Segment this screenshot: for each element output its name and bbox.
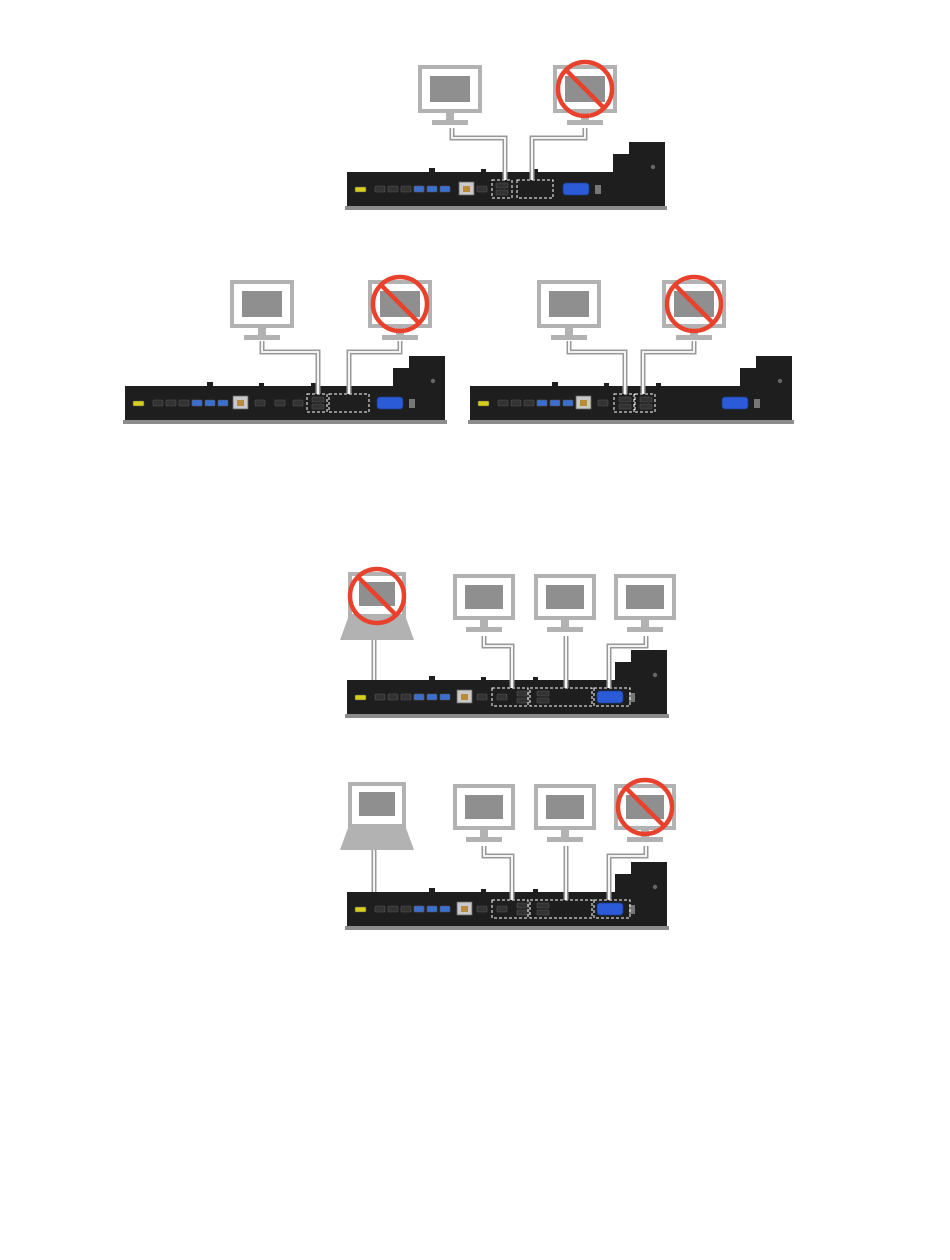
monitor-icon bbox=[455, 576, 513, 632]
vga-port-icon bbox=[597, 691, 623, 703]
port bbox=[255, 400, 265, 406]
port bbox=[275, 400, 285, 406]
displayport-icon bbox=[537, 698, 549, 703]
displayport-icon bbox=[640, 397, 652, 402]
usb3-port bbox=[218, 400, 228, 406]
monitor-icon bbox=[616, 576, 674, 632]
diagram-dual-display-a bbox=[345, 62, 950, 210]
vga-port-icon bbox=[597, 903, 623, 915]
usb3-port bbox=[440, 694, 450, 700]
displayport-icon bbox=[496, 190, 508, 195]
usb-port bbox=[375, 694, 385, 700]
cable bbox=[484, 846, 512, 900]
power-port bbox=[355, 187, 366, 192]
usb-port bbox=[375, 186, 385, 192]
usb3-port bbox=[414, 186, 424, 192]
port bbox=[477, 906, 487, 912]
diagram-triple-display-vga-off bbox=[340, 780, 950, 930]
vga-port-icon bbox=[563, 183, 589, 195]
displayport-icon bbox=[517, 903, 529, 908]
displayport-icon bbox=[619, 397, 631, 402]
port bbox=[477, 694, 487, 700]
displayport-icon bbox=[640, 404, 652, 409]
power-port bbox=[355, 907, 366, 912]
usb-port bbox=[388, 694, 398, 700]
displayport-icon bbox=[312, 404, 324, 409]
usb-port bbox=[179, 400, 189, 406]
usb3-port bbox=[414, 694, 424, 700]
usb-port bbox=[401, 694, 411, 700]
docking-station-icon bbox=[468, 356, 950, 424]
usb-port bbox=[166, 400, 176, 406]
displayport-icon bbox=[517, 691, 529, 696]
displayport-icon bbox=[517, 910, 529, 915]
displayport-icon bbox=[537, 691, 549, 696]
usb3-port bbox=[563, 400, 573, 406]
usb-port bbox=[401, 906, 411, 912]
port bbox=[477, 186, 487, 192]
usb-port bbox=[388, 906, 398, 912]
usb-port bbox=[524, 400, 534, 406]
monitor-icon bbox=[455, 786, 513, 842]
monitor-icon bbox=[539, 282, 599, 340]
port bbox=[598, 400, 608, 406]
displayport-icon bbox=[312, 397, 324, 402]
port bbox=[497, 694, 507, 700]
laptop-icon bbox=[340, 784, 414, 850]
usb3-port bbox=[537, 400, 547, 406]
usb3-port bbox=[414, 906, 424, 912]
usb3-port bbox=[440, 186, 450, 192]
displayport-icon bbox=[517, 698, 529, 703]
power-port bbox=[355, 695, 366, 700]
diagram-triple-display-laptop-off bbox=[340, 569, 950, 718]
displayport-icon bbox=[619, 404, 631, 409]
port bbox=[497, 906, 507, 912]
docking-station-icon bbox=[345, 650, 950, 718]
usb3-port bbox=[427, 694, 437, 700]
diagram-dual-display-c bbox=[468, 277, 950, 424]
usb-port bbox=[388, 186, 398, 192]
usb-port bbox=[153, 400, 163, 406]
monitor-icon bbox=[420, 67, 480, 125]
vga-port-icon bbox=[377, 397, 403, 409]
docking-station-icon bbox=[345, 142, 950, 210]
displayport-icon bbox=[537, 910, 549, 915]
usb-port bbox=[375, 906, 385, 912]
power-port bbox=[478, 401, 489, 406]
displayport-icon bbox=[496, 183, 508, 188]
monitor-icon bbox=[232, 282, 292, 340]
usb3-port bbox=[427, 906, 437, 912]
displayport-icon bbox=[537, 903, 549, 908]
monitor-icon bbox=[536, 786, 594, 842]
usb3-port bbox=[550, 400, 560, 406]
power-port bbox=[133, 401, 144, 406]
usb3-port bbox=[427, 186, 437, 192]
port bbox=[293, 400, 303, 406]
monitor-icon bbox=[536, 576, 594, 632]
usb3-port bbox=[205, 400, 215, 406]
usb-port bbox=[511, 400, 521, 406]
vga-port-icon bbox=[722, 397, 748, 409]
usb3-port bbox=[440, 906, 450, 912]
usb-port bbox=[401, 186, 411, 192]
usb-port bbox=[498, 400, 508, 406]
usb3-port bbox=[192, 400, 202, 406]
docking-station-icon bbox=[345, 862, 950, 930]
